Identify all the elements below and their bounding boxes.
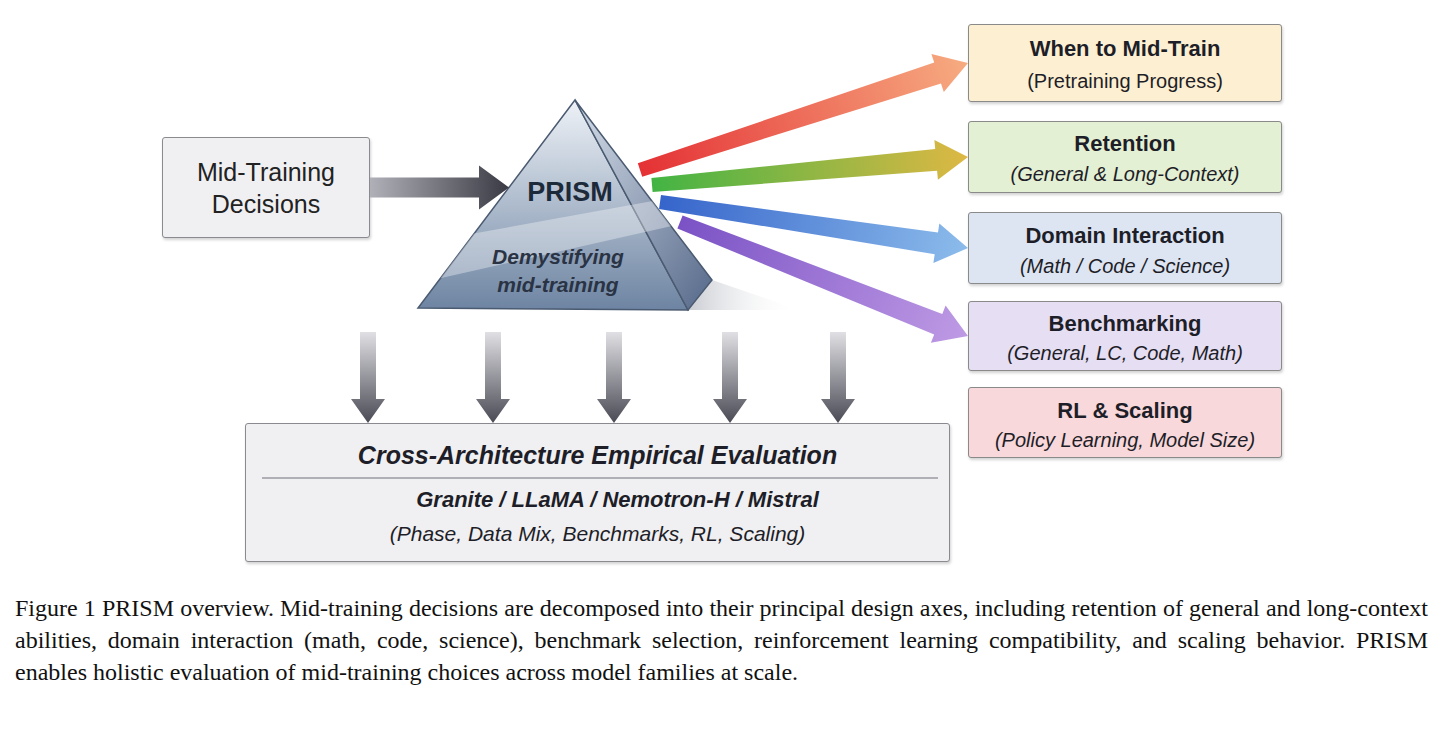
axis-box: Domain Interaction (Math / Code / Science… (968, 212, 1282, 284)
down-arrow (713, 332, 747, 423)
prism-shape: PRISM Demystifying mid-training (410, 95, 720, 315)
node-title: When to Mid-Train (969, 34, 1281, 63)
node-title: PRISM (510, 175, 630, 210)
node-subtitle: (General & Long-Context) (969, 161, 1281, 187)
axis-box: Retention (General & Long-Context) (968, 121, 1282, 193)
axis-box: Benchmarking(General, LC, Code, Math) (968, 301, 1282, 371)
down-arrow (476, 332, 510, 423)
node-title: Mid-Training Decisions (163, 156, 369, 220)
light-ray (677, 216, 968, 343)
light-ray (638, 54, 968, 177)
node-subtitle: (General, LC, Code, Math) (969, 340, 1281, 366)
node-subtitle: Demystifying mid-training (473, 243, 643, 299)
evaluation-box: Cross-Architecture Empirical EvaluationG… (245, 423, 950, 562)
figure-caption: Figure 1 PRISM overview. Mid-training de… (15, 592, 1428, 688)
node-title: RL & Scaling (969, 396, 1281, 425)
axis-box: RL & Scaling(Policy Learning, Model Size… (968, 387, 1282, 458)
node-subtitle: (Math / Code / Science) (969, 253, 1281, 279)
node-title: Domain Interaction (969, 221, 1281, 250)
node-title: Retention (969, 129, 1281, 158)
input-arrow (370, 166, 509, 210)
node-subtitle: (Phase, Data Mix, Benchmarks, RL, Scalin… (246, 520, 949, 547)
down-arrow (821, 332, 855, 423)
axis-box: When to Mid-Train (Pretraining Progress) (968, 24, 1282, 102)
down-arrow (597, 332, 631, 423)
node-title: Benchmarking (969, 309, 1281, 338)
node-title: Cross-Architecture Empirical Evaluation (246, 439, 949, 472)
light-ray (659, 195, 968, 263)
node-subtitle: Granite / LLaMA / Nemotron-H / Mistral (286, 485, 949, 514)
node-subtitle: (Policy Learning, Model Size) (969, 427, 1281, 453)
decision-box: Mid-Training Decisions (162, 137, 370, 238)
node-subtitle: (Pretraining Progress) (969, 68, 1281, 94)
down-arrow (351, 332, 385, 423)
light-ray (651, 140, 968, 192)
